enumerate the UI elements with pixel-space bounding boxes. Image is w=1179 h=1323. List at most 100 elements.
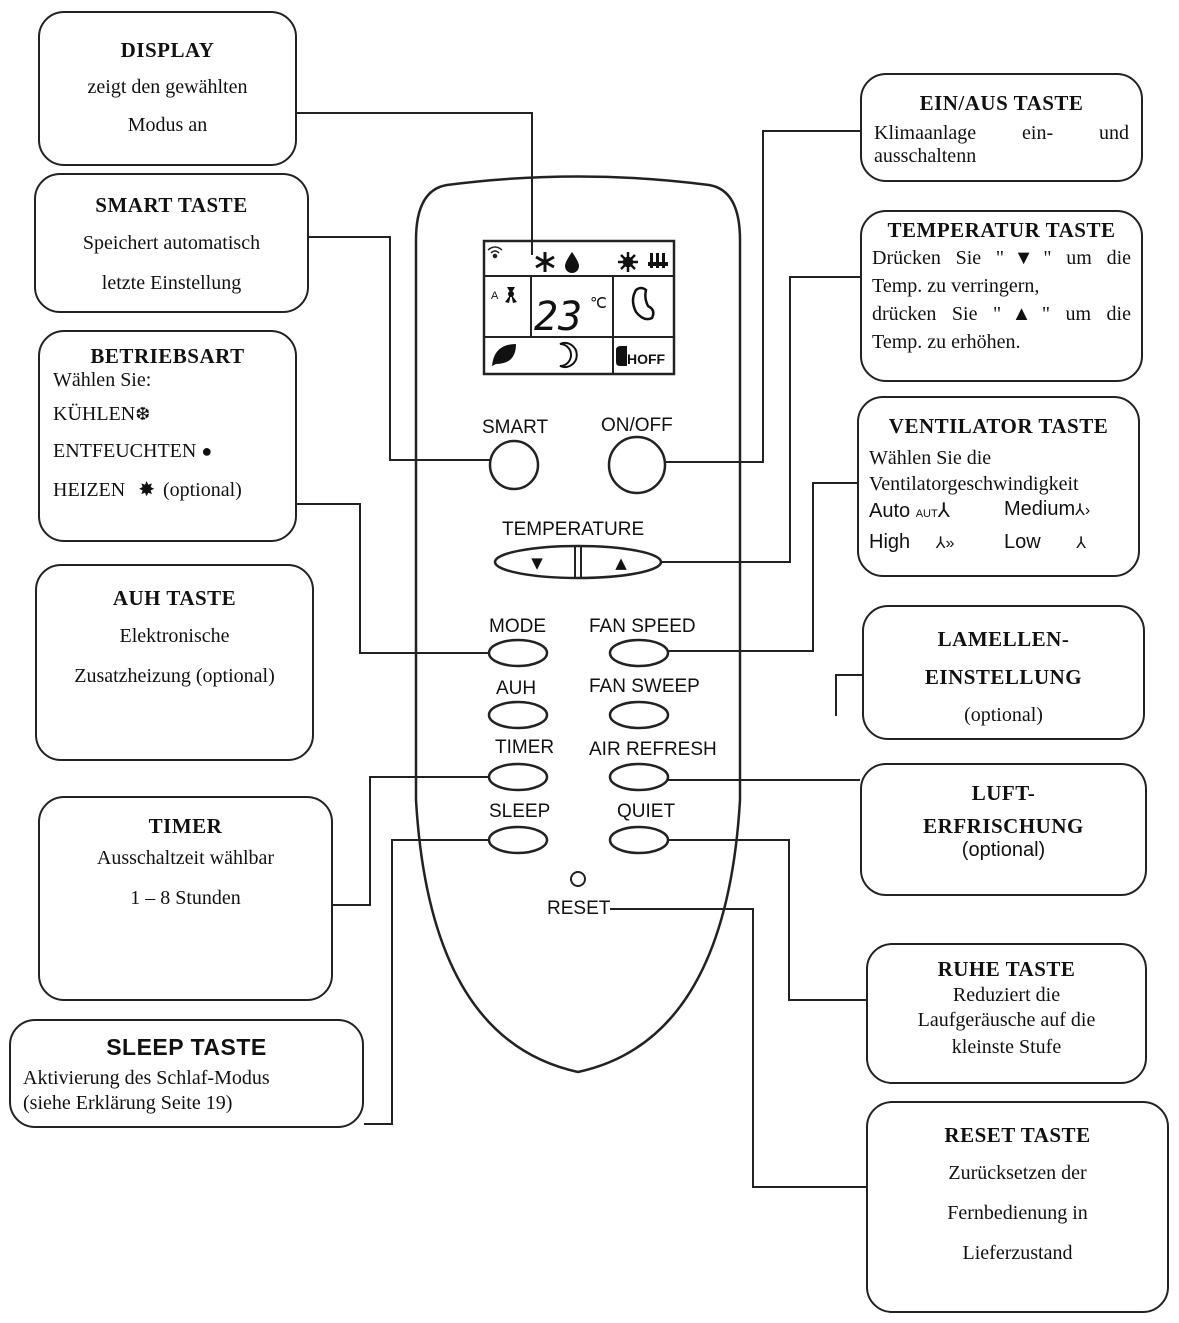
auh-title: AUH TASTE (112, 586, 237, 610)
auh-box: AUH TASTE Elektronische Zusatzheizung (o… (35, 564, 314, 761)
timer-title: TIMER (148, 814, 223, 838)
drop-icon (565, 252, 579, 273)
kuehlen-label: KÜHLEN (53, 403, 136, 425)
snowflake-icon (535, 252, 555, 272)
sleep-box: SLEEP TASTE Aktivierung des Schlaf-Modus… (9, 1019, 364, 1128)
betriebsart-intro: Wählen Sie: (53, 369, 152, 391)
einaus-line1: Klimaanlage ein- und (874, 122, 1129, 144)
quiet-label: QUIET (617, 801, 676, 822)
fan-high-icon: ⅄» (935, 535, 955, 552)
mode-button[interactable] (487, 638, 549, 668)
smart-button[interactable] (488, 439, 540, 491)
display-title: DISPLAY (120, 38, 215, 62)
person-icon (631, 286, 655, 321)
fan-speed-button[interactable] (608, 638, 670, 668)
einaus-title: EIN/AUS TASTE (919, 91, 1084, 115)
snowflake-icon: ❆ (135, 404, 151, 424)
sleep-line1: Aktivierung des Schlaf-Modus (23, 1067, 270, 1089)
fan-high-label: High (869, 531, 911, 553)
sleep-button[interactable] (487, 825, 549, 855)
signal-icon (487, 246, 503, 259)
smart-line1: Speichert automatisch (82, 232, 261, 254)
luft-box: LUFT- ERFRISCHUNG (optional) (860, 763, 1147, 896)
ventilator-line2: Ventilatorgeschwindigkeit (869, 473, 1079, 495)
onoff-label: ON/OFF (601, 415, 673, 436)
fan-auto-icon: ⅄ (937, 500, 950, 522)
entfeuchten-label: ENTFEUCHTEN (53, 440, 197, 462)
fan-icon (505, 287, 517, 303)
lamellen-title2: EINSTELLUNG (924, 665, 1083, 689)
luft-title2: ERFRISCHUNG (923, 814, 1084, 838)
heater-icon (648, 253, 668, 268)
betriebsart-box: BETRIEBSART Wählen Sie: KÜHLEN❆ ENTFEUCH… (38, 330, 297, 542)
connector-lines (297, 112, 866, 1188)
timer-line1: Ausschaltzeit wählbar (96, 847, 275, 869)
lamellen-line1: (optional) (964, 704, 1043, 726)
reset-line1: Zurücksetzen der (948, 1162, 1087, 1184)
lcd-display: A 23 ℃ HOFF (482, 239, 676, 376)
temperatur-title: TEMPERATUR TASTE (887, 218, 1116, 242)
lcd-auto-mode: A (491, 290, 499, 302)
fan-auto-label: Auto (869, 500, 911, 522)
luft-title1: LUFT- (971, 781, 1036, 805)
ruhe-line3: kleinste Stufe (951, 1036, 1062, 1058)
auh-line1: Elektronische (119, 625, 230, 647)
sleep-title: SLEEP TASTE (106, 1034, 267, 1060)
auh-line2: Zusatzheizung (optional) (74, 665, 275, 687)
lcd-hoff: HOFF (627, 351, 666, 367)
fan-low-icon: ⅄ (1076, 535, 1087, 552)
fan-medium-label: Medium (1004, 498, 1076, 520)
smart-line2: letzte Einstellung (101, 272, 242, 294)
fan-sweep-button[interactable] (608, 700, 670, 730)
timer-line2: 1 – 8 Stunden (130, 887, 241, 909)
reset-button[interactable] (570, 871, 586, 887)
smart-title: SMART TASTE (95, 193, 248, 217)
ventilator-line1: Wählen Sie die (869, 447, 992, 469)
timer-button[interactable] (487, 762, 549, 792)
luft-line1: (optional) (961, 839, 1046, 861)
leaf-icon (492, 344, 516, 366)
ventilator-title: VENTILATOR TASTE (888, 414, 1109, 438)
fan-sweep-label: FAN SWEEP (589, 676, 700, 697)
temperatur-line3: drücken Sie "▲" um die (872, 303, 1131, 325)
temperatur-box: TEMPERATUR TASTE Drücken Sie "▼" um die … (860, 210, 1143, 382)
sun-icon: ✸ (138, 479, 155, 501)
timer-label: TIMER (495, 737, 555, 758)
sleep-label: SLEEP (489, 801, 551, 822)
timer-box: TIMER Ausschaltzeit wählbar 1 – 8 Stunde… (38, 796, 333, 1001)
ruhe-line2: Laufgeräusche auf die (917, 1009, 1096, 1031)
sun-icon (618, 252, 638, 272)
auh-button[interactable] (487, 700, 549, 730)
hand-icon (616, 346, 627, 366)
einaus-line2: ausschaltenn (874, 145, 977, 167)
display-line1: zeigt den gewählten (87, 76, 248, 98)
lamellen-box: LAMELLEN- EINSTELLUNG (optional) (862, 605, 1145, 740)
temperature-label: TEMPERATURE (502, 519, 645, 540)
ventilator-box: VENTILATOR TASTE Wählen Sie die Ventilat… (857, 396, 1140, 577)
onoff-button[interactable] (607, 435, 667, 495)
ruhe-title: RUHE TASTE (937, 957, 1076, 981)
temperatur-line4: Temp. zu erhöhen. (872, 331, 1021, 353)
reset-box: RESET TASTE Zurücksetzen der Fernbedienu… (866, 1101, 1169, 1313)
lcd-unit: ℃ (590, 295, 607, 312)
ruhe-box: RUHE TASTE Reduziert die Laufgeräusche a… (866, 943, 1147, 1084)
reset-title: RESET TASTE (944, 1123, 1091, 1147)
temperatur-line2: Temp. zu verringern, (872, 275, 1040, 297)
auh-label: AUH (496, 678, 537, 699)
air-refresh-button[interactable] (608, 762, 670, 792)
temp-up-icon: ▲ (615, 554, 627, 572)
heizen-optional: (optional) (162, 479, 242, 501)
einaus-box: EIN/AUS TASTE Klimaanlage ein- und aussc… (860, 73, 1143, 182)
temperatur-line1: Drücken Sie "▼" um die (872, 247, 1131, 269)
temperature-rocker: ▼ ▲ (493, 544, 663, 580)
lamellen-title1: LAMELLEN- (937, 627, 1070, 651)
mode-label: MODE (489, 616, 546, 637)
quiet-button[interactable] (608, 825, 670, 855)
temp-down-icon: ▼ (531, 554, 543, 572)
drop-icon: ● (201, 441, 213, 461)
smart-box: SMART TASTE Speichert automatisch letzte… (34, 173, 309, 313)
betriebsart-title: BETRIEBSART (90, 344, 245, 368)
ruhe-line1: Reduziert die (952, 984, 1061, 1006)
display-box: DISPLAY zeigt den gewählten Modus an (38, 11, 297, 166)
